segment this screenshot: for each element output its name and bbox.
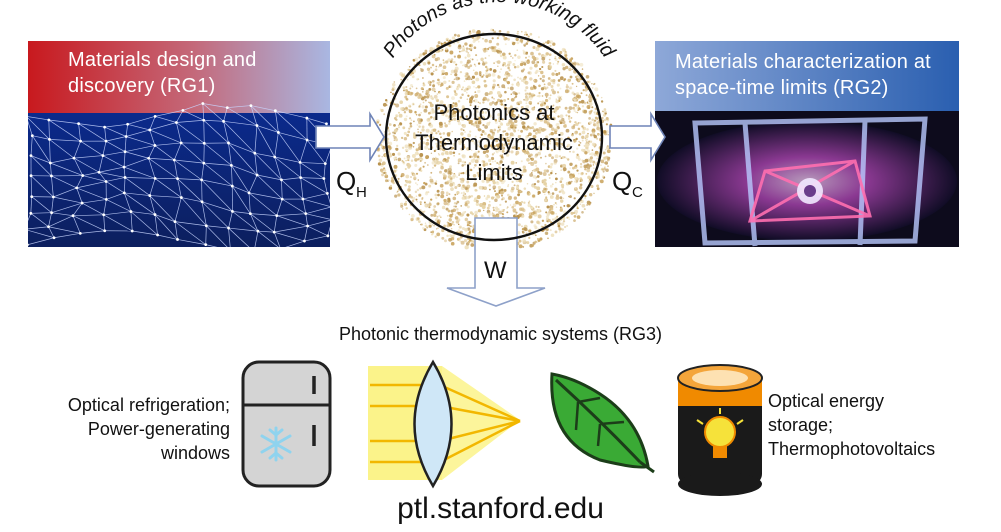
left-caption-line2: Power-generating [87, 419, 230, 439]
center-title-line3: Limits [465, 160, 522, 185]
right-caption-line3: Thermophotovoltaics [768, 439, 936, 459]
rg1-title-text: Materials design and discovery (RG1) [68, 49, 257, 97]
thermo-circle [384, 32, 604, 242]
q-cold-subscript: C [632, 184, 643, 201]
right-caption: Optical energy storage; Thermophotovolta… [768, 389, 988, 461]
left-caption-line3: windows [160, 443, 230, 463]
center-title-line2: Thermodynamic [415, 130, 573, 155]
rg2-title: Materials characterization at space-time… [675, 49, 955, 101]
work-arrow [446, 217, 546, 307]
right-caption-line1: Optical energy [768, 391, 885, 411]
rg1-title: Materials design and discovery (RG1) [68, 47, 298, 99]
cryostat-image [655, 41, 959, 247]
snowflake-icon [260, 426, 292, 462]
heat-out-arrow [609, 111, 666, 163]
refrigerator-icon [241, 360, 332, 488]
lens-icon [368, 359, 521, 489]
q-cold-label: Q [612, 166, 632, 196]
right-caption-line2: storage; [768, 415, 834, 435]
rg3-heading: Photonic thermodynamic systems (RG3) [0, 324, 1001, 345]
rg2-panel: Materials characterization at space-time… [655, 41, 959, 247]
q-hot-label: Q [336, 166, 356, 196]
sand-texture [376, 28, 613, 254]
heat-in-arrow [315, 111, 385, 163]
center-title-line1: Photonics at [433, 100, 554, 125]
rg2-title-text: Materials characterization at space-time… [675, 51, 931, 99]
leaf-icon [550, 372, 655, 474]
rg3-heading-text: Photonic thermodynamic systems (RG3) [338, 324, 663, 344]
left-caption: Optical refrigeration; Power-generating … [10, 393, 230, 465]
footer-url[interactable]: ptl.stanford.edu [0, 492, 1001, 526]
lightbulb-icon [696, 408, 744, 458]
footer-url-text[interactable]: ptl.stanford.edu [397, 492, 604, 525]
battery-icon [677, 364, 763, 496]
q-hot-subscript: H [356, 184, 367, 201]
left-caption-line1: Optical refrigeration; [67, 395, 230, 415]
mesh-image [28, 41, 330, 247]
work-label: W [484, 257, 507, 284]
rg1-panel: Materials design and discovery (RG1) [28, 41, 330, 247]
